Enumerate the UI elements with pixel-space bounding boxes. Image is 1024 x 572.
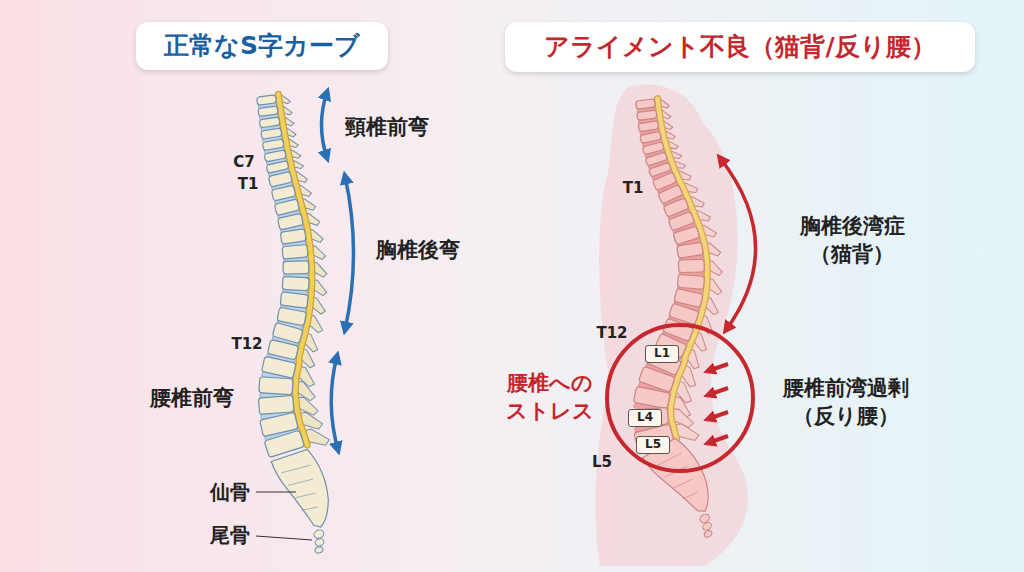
stress-arrow	[708, 436, 728, 443]
range-arrow	[345, 176, 354, 330]
normal-spine	[257, 94, 347, 558]
region-label: 腰椎前弯	[150, 384, 234, 412]
vertebra-tag: L1	[645, 345, 679, 363]
vertebra-label: C7	[233, 152, 254, 172]
vertebra-tag: L4	[628, 409, 662, 427]
node-text: L4	[637, 411, 653, 424]
vertebra	[268, 171, 292, 187]
stress-arrow	[708, 388, 728, 395]
vertebra	[259, 377, 293, 395]
sacrum	[643, 435, 721, 525]
coccyx-segment	[703, 529, 713, 538]
sacral-line	[674, 477, 693, 490]
leader-line	[256, 536, 312, 540]
vertebra-label: T12	[231, 334, 262, 354]
region-label: 胸椎後弯	[376, 236, 460, 264]
vertebra	[261, 128, 282, 139]
vertebra	[262, 139, 284, 151]
vertebra	[274, 199, 299, 216]
leader-line	[256, 491, 296, 492]
discs	[634, 106, 704, 433]
vertebral-bodies	[257, 95, 310, 458]
condition-label: 胸椎後湾症 （猫背）	[800, 212, 905, 269]
vertebra	[677, 242, 704, 258]
vertebra	[258, 396, 294, 415]
coccyx-segment	[313, 529, 325, 540]
vertebra	[280, 292, 308, 309]
sacrum-coccyx	[643, 435, 734, 545]
vertebra	[678, 259, 704, 272]
panel-title: アライメント不良（猫背/反り腰）	[505, 22, 975, 72]
vertebra	[277, 307, 306, 326]
vertebra	[266, 161, 289, 174]
vertebra-label: T1	[238, 174, 259, 194]
vertebra-tag: L5	[636, 436, 670, 454]
vertebra	[268, 340, 299, 360]
sacral-line	[302, 505, 318, 512]
vertebra	[280, 229, 306, 244]
stress-label: 腰椎への ストレス	[506, 369, 594, 426]
misaligned-spine	[632, 98, 734, 545]
vertebra	[673, 226, 700, 245]
stress-arrow	[708, 412, 728, 419]
vertebra	[264, 150, 286, 162]
vertebra	[282, 276, 309, 290]
vertebra	[677, 274, 704, 289]
sacral-line	[683, 490, 698, 500]
node-text: L5	[645, 438, 661, 451]
vertebra	[271, 185, 296, 201]
node-text: 正常なS字カーブ	[164, 32, 360, 60]
bone-label: 仙骨	[210, 479, 250, 506]
vertebra	[257, 95, 277, 106]
range-arrow	[720, 158, 756, 330]
vertebra	[283, 261, 309, 274]
sacral-line	[288, 477, 313, 487]
sacrum	[271, 447, 338, 535]
vertebra	[278, 213, 304, 230]
stress-arrow	[708, 364, 728, 371]
coccyx-segment	[314, 538, 325, 548]
range-arrow	[322, 92, 328, 158]
vertebra-label: T12	[596, 323, 627, 343]
node-text: アライメント不良（猫背/反り腰）	[544, 33, 935, 61]
sacral-line	[281, 463, 310, 474]
vertebra	[262, 356, 297, 378]
region-label: 頸椎前弯	[345, 113, 429, 141]
panel-title: 正常なS字カーブ	[136, 22, 388, 70]
vertebra-label: L5	[592, 452, 612, 472]
vertebra-label: T1	[623, 178, 644, 198]
vertebra	[282, 244, 308, 259]
stress-circle	[607, 325, 753, 471]
coccyx-segment	[701, 521, 712, 532]
range-arrow	[331, 356, 338, 450]
vertebra	[638, 121, 659, 132]
vertebra	[258, 106, 278, 117]
vertebra	[259, 117, 280, 128]
discs	[258, 102, 308, 441]
vertebra	[636, 99, 656, 109]
condition-label: 腰椎前湾過剰 （反り腰）	[783, 374, 909, 431]
vertebra	[633, 386, 670, 409]
bone-label: 尾骨	[210, 522, 250, 549]
sacral-line	[295, 491, 316, 500]
vertebra	[640, 131, 661, 143]
vertebra	[637, 110, 657, 121]
node-text: L1	[654, 347, 670, 360]
coccyx-segment	[314, 546, 323, 554]
vertebral-bodies	[632, 99, 705, 450]
sacrum-coccyx	[271, 447, 346, 558]
